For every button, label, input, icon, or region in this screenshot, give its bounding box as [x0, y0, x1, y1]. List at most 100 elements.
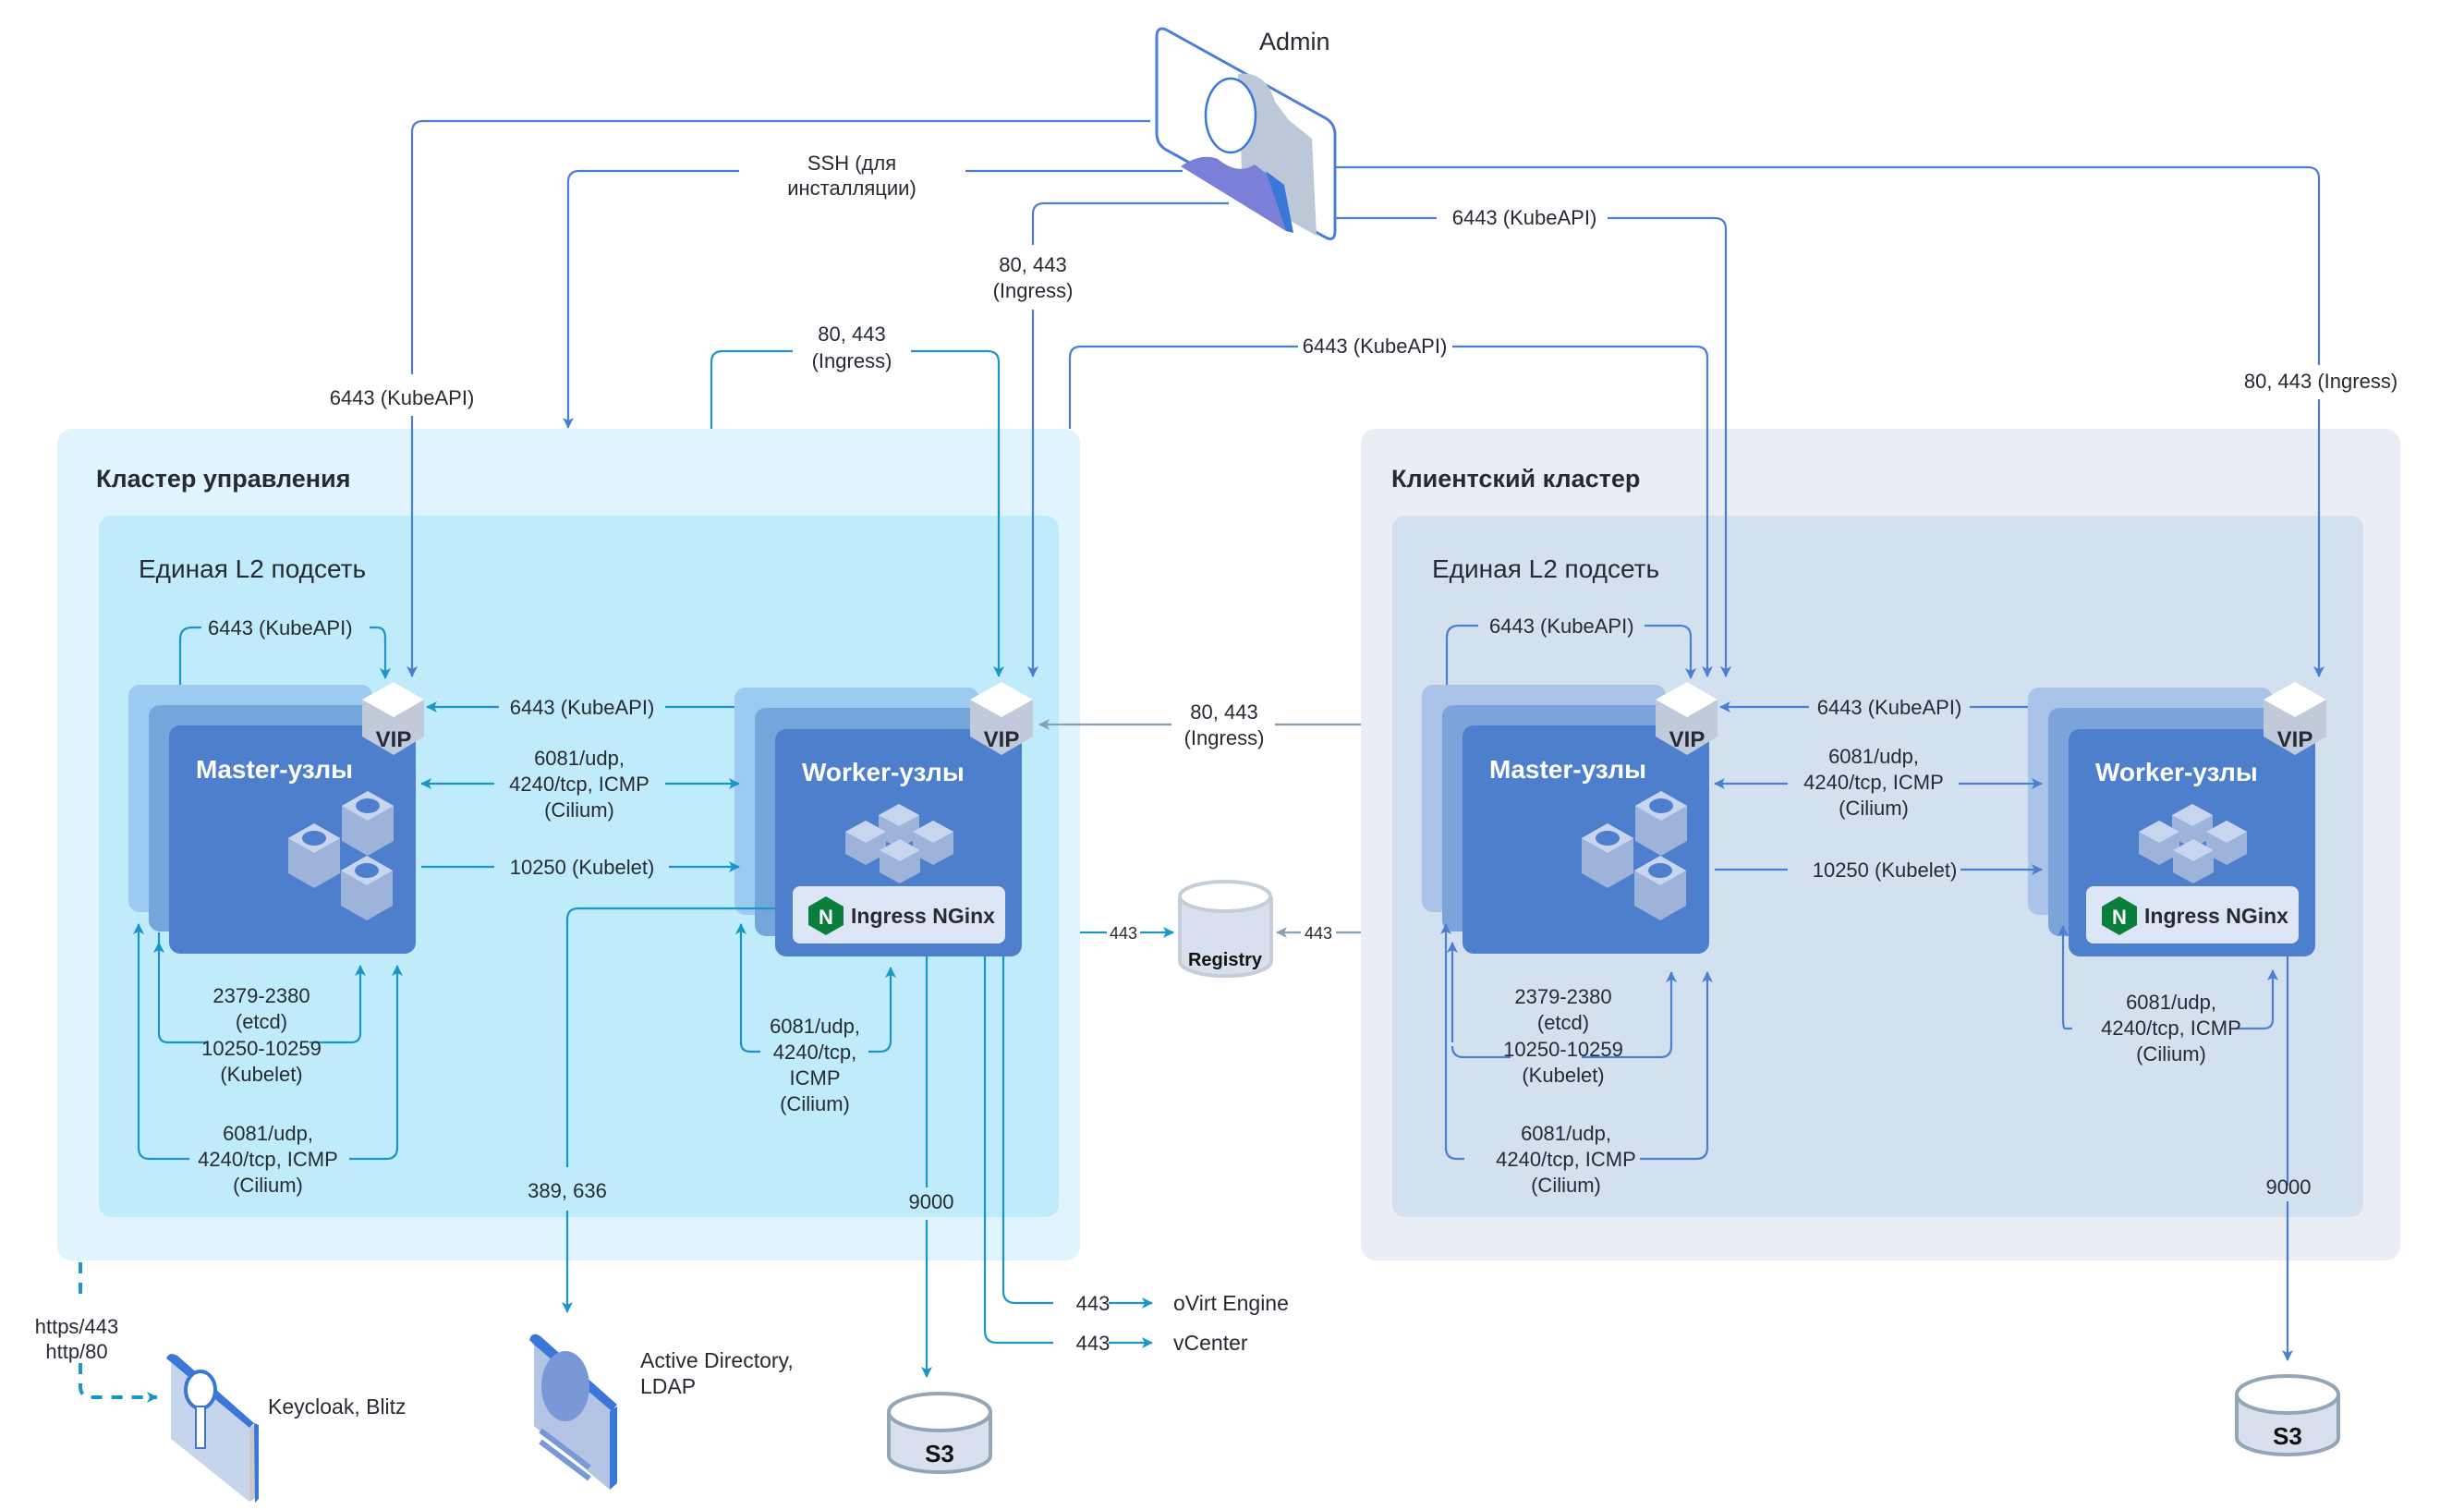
active-directory-label-2: LDAP	[640, 1374, 696, 1398]
mgmt-kubeapi-self-label: 6443 (KubeAPI)	[208, 616, 353, 639]
mgmt-cilium-label-2: 4240/tcp, ICMP	[509, 773, 649, 796]
admin-user-icon	[1155, 27, 1337, 240]
cross-links	[1038, 345, 1713, 938]
mgmt-ingress-loop-label-1: 80, 443	[818, 323, 885, 346]
ovirt-engine-label[interactable]: oVirt Engine	[1173, 1291, 1289, 1315]
admin-label: Admin	[1259, 28, 1330, 55]
mgmt-etcd-label-2: (etcd)	[236, 1010, 287, 1033]
client-kubeapi-w2m-label: 6443 (KubeAPI)	[1817, 696, 1962, 719]
mgmt-master-nodes[interactable]: Master-узлы	[128, 685, 416, 954]
active-directory-label-1: Active Directory,	[640, 1348, 794, 1372]
admin-ssh-label-2: инсталляции)	[787, 177, 916, 200]
client-worker-nodes[interactable]: Worker-узлы N Ingress NGinx	[2028, 688, 2315, 956]
mgmt-master-cilium-1: 6081/udp,	[223, 1122, 313, 1145]
nginx-logo-icon	[808, 896, 844, 935]
client-cilium-label-3: (Cilium)	[1839, 797, 1909, 820]
idp-port-label-2: http/80	[45, 1340, 107, 1363]
registry-icon-label: Registry	[1188, 950, 1263, 970]
nginx-n-glyph: N	[819, 906, 833, 929]
mgmt-master-title: Master-узлы	[196, 755, 353, 784]
mgmt-worker-cilium-4: (Cilium)	[780, 1092, 850, 1115]
client-cluster: Клиентский кластер Единая L2 подсеть Mas…	[1361, 429, 2400, 1361]
s3-mgmt-label: S3	[925, 1440, 954, 1467]
active-directory-node[interactable]: Active Directory, LDAP	[529, 1333, 794, 1490]
client-ingress-nginx[interactable]: N Ingress NGinx	[2086, 886, 2299, 944]
registry[interactable]: Registry	[1178, 880, 1273, 979]
client-s3-port-label: 9000	[2266, 1175, 2312, 1199]
mgmt-cilium-label-1: 6081/udp,	[534, 747, 625, 770]
client-kubelet-label: 10250 (Kubelet)	[1813, 859, 1958, 882]
admin-kubeapi-mgmt-label: 6443 (KubeAPI)	[330, 386, 475, 409]
management-cluster: Кластер управления Единая L2 подсеть Mas…	[35, 323, 1174, 1403]
client-worker-cilium-1: 6081/udp,	[2126, 991, 2216, 1014]
mgmt-kubelet-label: 10250 (Kubelet)	[510, 856, 655, 879]
client-etcd-label-1: 2379-2380	[1514, 985, 1611, 1008]
client-master-cilium-1: 6081/udp,	[1521, 1122, 1611, 1145]
s3-mgmt[interactable]: S3	[887, 1392, 992, 1474]
mgmt-client-kubeapi-label: 6443 (KubeAPI)	[1303, 335, 1448, 358]
active-directory-book-icon	[529, 1333, 617, 1490]
mgmt-etcd-label-1: 2379-2380	[212, 984, 310, 1007]
keycloak-book-key-icon	[166, 1354, 259, 1503]
mgmt-registry-port-label: 443	[1110, 924, 1137, 943]
client-kubeapi-self-label: 6443 (KubeAPI)	[1489, 615, 1634, 638]
admin-ingress-mgmt-label-1: 80, 443	[999, 253, 1066, 276]
admin-ssh-label-1: SSH (для	[807, 152, 896, 175]
client-cilium-label-1: 6081/udp,	[1828, 745, 1919, 768]
ingress-label: Ingress NGinx	[851, 904, 995, 928]
mgmt-subnet-label: Единая L2 подсеть	[139, 554, 366, 583]
vcenter-port-label: 443	[1076, 1332, 1111, 1355]
client-worker-vip[interactable]: VIP	[2264, 682, 2326, 755]
nginx-n-glyph: N	[2112, 906, 2127, 929]
mgmt-kubelet-range-2: (Kubelet)	[220, 1063, 302, 1086]
admin-links	[407, 119, 2324, 677]
svg-text:VIP: VIP	[376, 727, 412, 752]
mgmt-worker-title: Worker-узлы	[802, 758, 965, 786]
mgmt-internal-links	[79, 349, 1174, 1403]
s3-client[interactable]: S3	[2235, 1374, 2340, 1456]
mgmt-s3-port-label: 9000	[909, 1190, 954, 1213]
mgmt-kubelet-range-1: 10250-10259	[201, 1037, 322, 1060]
client-master-vip[interactable]: VIP	[1656, 682, 1718, 755]
idp-port-label-1: https/443	[35, 1315, 119, 1338]
s3-client-label: S3	[2273, 1422, 2302, 1450]
ingress-label: Ingress NGinx	[2144, 904, 2288, 928]
client-worker-cilium-3: (Cilium)	[2136, 1042, 2206, 1066]
admin-node[interactable]: Admin	[1155, 27, 1337, 240]
client-cluster-title: Клиентский кластер	[1391, 465, 1640, 493]
mgmt-ingress-nginx[interactable]: N Ingress NGinx	[793, 886, 1005, 944]
client-worker-cilium-2: 4240/tcp, ICMP	[2101, 1017, 2241, 1040]
client-registry-port-label: 443	[1305, 924, 1332, 943]
svg-text:VIP: VIP	[984, 727, 1020, 752]
client-master-cilium-2: 4240/tcp, ICMP	[1496, 1148, 1636, 1171]
mgmt-ingress-loop-label-2: (Ingress)	[812, 349, 892, 372]
mgmt-worker-cilium-3: ICMP	[790, 1066, 841, 1090]
client-etcd-label-2: (etcd)	[1537, 1011, 1589, 1034]
ldap-port-label: 389, 636	[528, 1179, 607, 1202]
keycloak-label: Keycloak, Blitz	[268, 1394, 407, 1419]
mgmt-worker-cilium-2: 4240/tcp,	[773, 1041, 857, 1064]
mgmt-master-cilium-3: (Cilium)	[233, 1174, 303, 1197]
admin-ingress-mgmt-label-2: (Ingress)	[993, 279, 1074, 302]
vcenter-label[interactable]: vCenter	[1173, 1331, 1248, 1355]
mgmt-worker-nodes[interactable]: Worker-узлы N Ingress NGinx	[734, 688, 1022, 956]
client-internal-links	[1440, 624, 2293, 1361]
svg-text:VIP: VIP	[1669, 727, 1705, 752]
client-mgmt-ingress-label-2: (Ingress)	[1184, 726, 1265, 749]
mgmt-cluster-title: Кластер управления	[96, 465, 350, 493]
client-master-nodes[interactable]: Master-узлы	[1422, 685, 1709, 954]
mgmt-worker-cilium-1: 6081/udp,	[770, 1015, 860, 1038]
ovirt-port-label: 443	[1076, 1292, 1111, 1315]
client-kubelet-range-2: (Kubelet)	[1522, 1064, 1604, 1087]
admin-ingress-client-label: 80, 443 (Ingress)	[2244, 370, 2397, 393]
mgmt-worker-vip[interactable]: VIP	[970, 682, 1033, 755]
mgmt-kubeapi-w2m-label: 6443 (KubeAPI)	[510, 696, 655, 719]
keycloak-node[interactable]: Keycloak, Blitz	[166, 1354, 407, 1503]
mgmt-cilium-label-3: (Cilium)	[544, 798, 614, 822]
client-mgmt-ingress-label-1: 80, 443	[1190, 700, 1257, 724]
mgmt-master-cilium-2: 4240/tcp, ICMP	[198, 1148, 338, 1171]
mgmt-master-vip[interactable]: VIP	[362, 682, 424, 755]
client-master-title: Master-узлы	[1489, 755, 1646, 784]
client-master-cilium-3: (Cilium)	[1531, 1174, 1601, 1197]
